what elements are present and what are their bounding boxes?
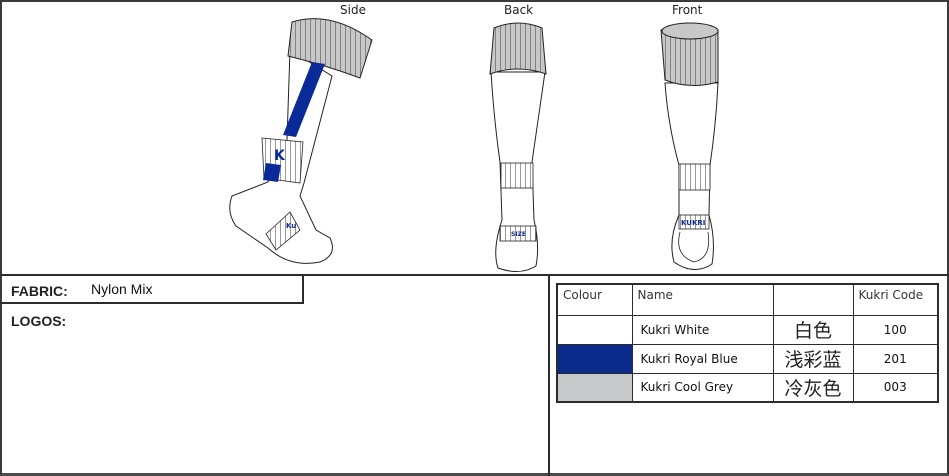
colour-swatch: [556, 372, 633, 403]
colour-row: Kukri Cool Grey 冷灰色 003: [556, 372, 939, 403]
section-divider-vertical: [548, 275, 550, 476]
front-view-sock: KUKRI: [660, 22, 719, 270]
colour-name: Kukri White: [631, 314, 774, 345]
front-sock-cuff-top: [661, 22, 719, 40]
section-divider-horizontal: [0, 274, 949, 276]
side-sock-cuff: [287, 18, 373, 79]
colour-name: Kukri Cool Grey: [631, 372, 774, 403]
colour-row: Kukri Royal Blue 浅彩蓝 201: [556, 343, 939, 374]
header-name: Name: [631, 283, 774, 316]
side-sock-foot-band: [265, 211, 301, 251]
back-sock-cuff: [489, 22, 547, 75]
front-sock-logo: KUKRI: [681, 219, 705, 227]
side-view-sock: K Ku: [229, 18, 373, 264]
colour-chinese-name: 浅彩蓝: [772, 343, 854, 374]
colour-code: 003: [852, 372, 939, 403]
view-label-side: Side: [340, 3, 366, 17]
colour-table-header: Colour Name Kukri Code: [556, 283, 939, 316]
header-colour: Colour: [556, 283, 633, 316]
colour-chinese-name: 白色: [772, 314, 854, 345]
sock-drawings: Side Back Front K Ku: [229, 3, 719, 272]
colour-chinese-name: 冷灰色: [772, 372, 854, 403]
view-label-back: Back: [504, 3, 534, 17]
fabric-value: Nylon Mix: [91, 281, 153, 297]
header-chinese: [772, 283, 854, 316]
back-view-sock: SIZE: [489, 22, 547, 272]
fabric-label: FABRIC:: [11, 283, 68, 299]
colour-swatch: [556, 343, 633, 374]
view-label-front: Front: [672, 3, 703, 17]
header-kukri-code: Kukri Code: [852, 283, 939, 316]
back-sock-size-label: SIZE: [511, 231, 526, 238]
colour-name: Kukri Royal Blue: [631, 343, 774, 374]
colour-table: Colour Name Kukri Code Kukri White 白色 10…: [556, 283, 939, 403]
fabric-box: [0, 275, 304, 304]
side-sock-foot-label: Ku: [286, 222, 296, 230]
sock-illustrations: K Ku SIZE KUKRI: [229, 18, 719, 272]
colour-code: 201: [852, 343, 939, 374]
front-sock-foot-band: [678, 214, 710, 230]
front-sock-ankle-band: [678, 163, 711, 191]
colour-swatch: [556, 314, 633, 345]
side-sock-logo: K: [274, 148, 286, 164]
back-sock-ankle-band: [500, 162, 534, 189]
back-sock-heel-band: [499, 225, 537, 242]
colour-code: 100: [852, 314, 939, 345]
logos-label: LOGOS:: [11, 313, 67, 329]
side-sock-blue-block: [263, 163, 281, 182]
side-sock-blue-stripe: [283, 62, 325, 137]
colour-row: Kukri White 白色 100: [556, 314, 939, 345]
front-sock-toe-outline: [678, 231, 710, 263]
